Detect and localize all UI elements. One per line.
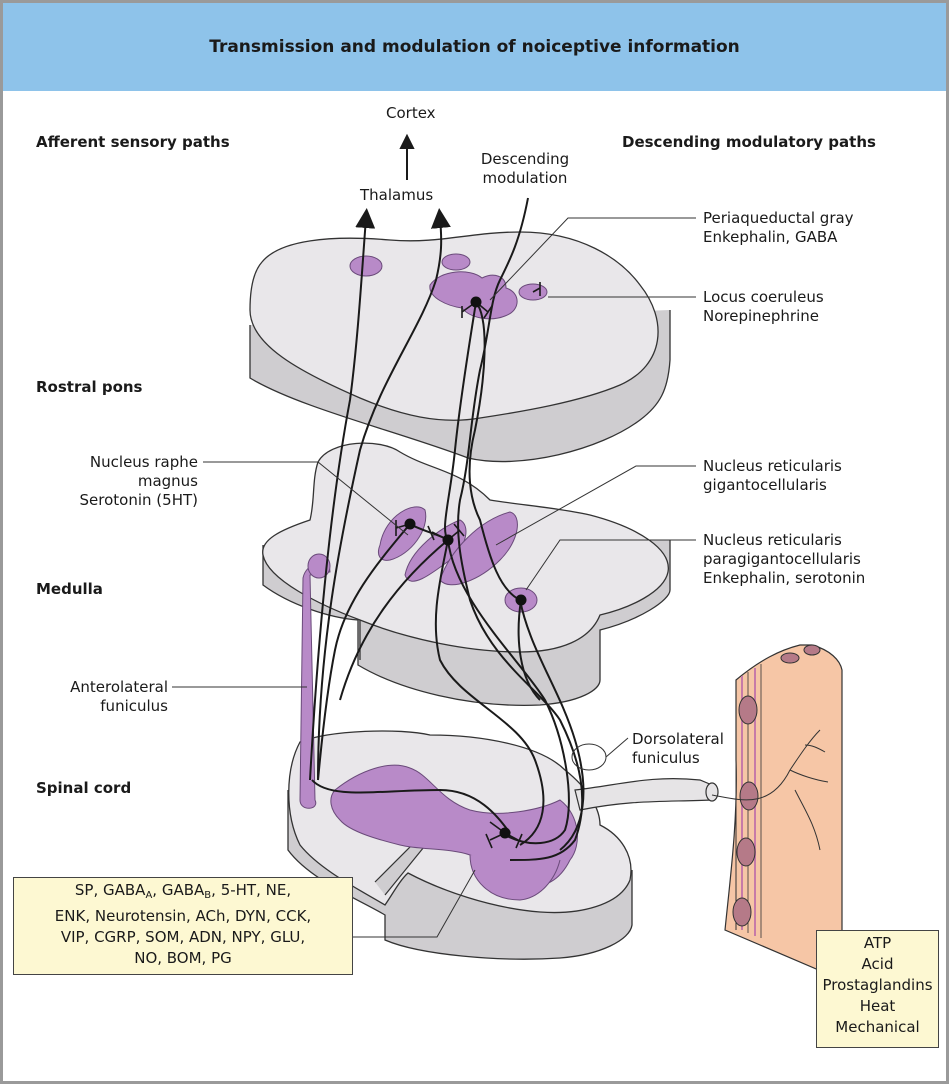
nucleus-reticularis-paragigantocellularis-label: Nucleus reticularis paragigantocellulari…: [703, 531, 865, 588]
nrg-line-2: gigantocellularis: [703, 476, 842, 495]
alf-line-1: Anterolateral: [40, 678, 168, 697]
periaqueductal-gray-label: Periaqueductal gray Enkephalin, GABA: [703, 209, 854, 247]
dlf-line-2: funiculus: [632, 749, 724, 768]
medulla-label: Medulla: [36, 580, 103, 599]
descending-modulatory-paths-label: Descending modulatory paths: [622, 133, 876, 152]
afferent-sensory-paths-label: Afferent sensory paths: [36, 133, 230, 152]
nrpg-line-1: Nucleus reticularis: [703, 531, 865, 550]
descending-modulation-label: Descending modulation: [470, 150, 580, 188]
nrm-line-1: Nucleus raphe: [40, 453, 198, 472]
pag-line-1: Periaqueductal gray: [703, 209, 854, 228]
anterolateral-funiculus-label: Anterolateral funiculus: [40, 678, 168, 716]
dorsolateral-funiculus-label: Dorsolateral funiculus: [632, 730, 724, 768]
stimuli-box: ATP Acid Prostaglandins Heat Mechanical: [816, 930, 939, 1048]
peripheral-nerve: [575, 779, 718, 810]
stimulus-prostaglandins: Prostaglandins: [817, 975, 938, 996]
nrm-line-3: Serotonin (5HT): [40, 491, 198, 510]
stimulus-heat: Heat: [817, 996, 938, 1017]
stimulus-mechanical: Mechanical: [817, 1017, 938, 1038]
neurotransmitter-line-4: NO, BOM, PG: [14, 948, 352, 969]
nrpg-line-2: paragigantocellularis: [703, 550, 865, 569]
rostral-pons-label: Rostral pons: [36, 378, 143, 397]
nucleus-reticularis-gigantocellularis-label: Nucleus reticularis gigantocellularis: [703, 457, 842, 495]
descending-modulation-line-2: modulation: [470, 169, 580, 188]
lc-line-2: Norepinephrine: [703, 307, 824, 326]
nrm-line-2: magnus: [40, 472, 198, 491]
neurotransmitter-list-box: SP, GABAA, GABAB, 5-HT, NE, ENK, Neurote…: [13, 877, 353, 975]
stimulus-acid: Acid: [817, 954, 938, 975]
neurotransmitter-line-3: VIP, CGRP, SOM, ADN, NPY, GLU,: [14, 927, 352, 948]
nucleus-raphe-magnus-label: Nucleus raphe magnus Serotonin (5HT): [40, 453, 198, 510]
nrpg-line-3: Enkephalin, serotonin: [703, 569, 865, 588]
pag-line-2: Enkephalin, GABA: [703, 228, 854, 247]
descending-modulation-line-1: Descending: [470, 150, 580, 169]
nt-rest: , 5-HT, NE,: [211, 881, 291, 899]
nt-sp-gaba: SP, GABA: [75, 881, 146, 899]
neurotransmitter-line-1: SP, GABAA, GABAB, 5-HT, NE,: [14, 880, 352, 906]
lc-line-1: Locus coeruleus: [703, 288, 824, 307]
dlf-line-1: Dorsolateral: [632, 730, 724, 749]
cortex-label: Cortex: [386, 104, 436, 123]
thalamus-label: Thalamus: [360, 186, 433, 205]
nrg-line-1: Nucleus reticularis: [703, 457, 842, 476]
alf-line-2: funiculus: [40, 697, 168, 716]
locus-coeruleus-label: Locus coeruleus Norepinephrine: [703, 288, 824, 326]
neurotransmitter-line-2: ENK, Neurotensin, ACh, DYN, CCK,: [14, 906, 352, 927]
nt-gaba-b: , GABA: [152, 881, 204, 899]
spinal-cord-label: Spinal cord: [36, 779, 131, 798]
stimulus-atp: ATP: [817, 933, 938, 954]
rostral-pons-slab: [250, 232, 670, 462]
